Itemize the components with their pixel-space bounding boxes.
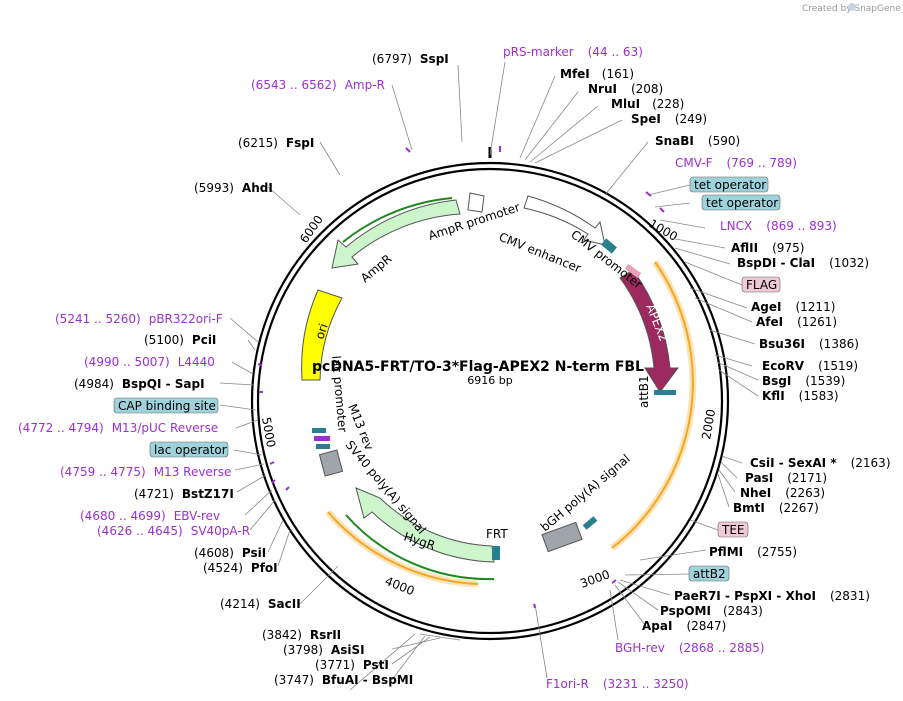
primer-lncx: LNCX(869 .. 893): [720, 219, 837, 233]
orange-arc-2-line: [327, 511, 479, 585]
primer-prs-marker: pRS-marker(44 .. 63): [503, 45, 643, 59]
enzyme-bfuai-bspmi: (3747)BfuAI - BspMI: [274, 673, 413, 687]
enzyme-pcii: (5100)PciI: [144, 333, 216, 347]
backbone-inner: [256, 167, 724, 635]
feature-attb1: attB1: [637, 375, 651, 408]
frt-mark: [492, 546, 500, 560]
enzyme-kfli: KflI(1583): [762, 389, 839, 403]
enzyme-nrui: NruI(208): [588, 82, 663, 96]
svg-text:tet operator: tet operator: [706, 196, 778, 210]
primer-m13-puc-reverse: (4772 .. 4794)M13/pUC Reverse: [18, 421, 218, 435]
plasmid-name: pcDNA5-FRT/TO-3*Flag-APEX2 N-term FBL: [312, 359, 644, 375]
enzyme-paer7i-pspxi-xhoi: PaeR7I - PspXI - XhoI(2831): [674, 589, 870, 603]
orange-arc-1-line: [611, 261, 694, 549]
enzyme-bsu36i: Bsu36I(1386): [759, 337, 859, 351]
enzyme-sspi: (6797)SspI: [372, 52, 449, 66]
enzyme-bmti: BmtI(2267): [733, 501, 819, 515]
enzyme-nhei: NheI(2263): [740, 486, 825, 500]
bgh-polya-box: [541, 521, 583, 553]
feature-ampr: AmpR: [358, 252, 394, 286]
enzyme-pasi: PasI(2171): [745, 471, 827, 485]
primer-marks: [257, 146, 665, 609]
enzyme-csii-sexai: CsiI - SexAI *(2163): [750, 456, 891, 470]
feature-lac-promoter: lac promoter: [329, 355, 350, 433]
svg-text:CAP binding site: CAP binding site: [118, 399, 216, 413]
ampr-promoter-arrow: [467, 192, 485, 213]
sv40-box: [318, 449, 344, 477]
enzyme-apai: ApaI(2847): [642, 619, 726, 633]
svg-text:lac operator: lac operator: [154, 443, 227, 457]
enzyme-ahdi: (5993)AhdI: [194, 181, 273, 195]
enzyme-aflii: AflII(975): [731, 241, 804, 255]
enzyme-bsgi: BsgI(1539): [762, 374, 845, 388]
enzyme-bstz17i: (4721)BstZ17I: [134, 487, 234, 501]
svg-text:TEE: TEE: [721, 523, 745, 537]
green-arc-line: [345, 514, 495, 581]
enzyme-mlui: MluI(228): [611, 97, 684, 111]
boxed-attb2: attB2: [688, 565, 730, 582]
boxed-tet-operator-2: tet operator: [701, 194, 781, 211]
m13rev-mark: [312, 428, 326, 433]
enzyme-bspdi-clai: BspDI - ClaI(1032): [737, 256, 869, 270]
svg-text:attB2: attB2: [693, 567, 726, 581]
enzyme-mfei: MfeI(161): [560, 67, 634, 81]
ori-arrow: [301, 289, 343, 381]
tick-5000: 5000: [259, 416, 278, 449]
attb2-mark: [582, 516, 598, 530]
primer-ebv-rev: (4680 .. 4699)EBV-rev: [80, 509, 220, 523]
enzyme-psii: (4608)PsiI: [194, 546, 266, 560]
enzyme-bspqi-sapi: (4984)BspQI - SapI: [74, 377, 205, 391]
backbone-outer: [250, 161, 730, 641]
enzyme-asisi: (3798)AsiSI: [283, 643, 365, 657]
tick-3000: 3000: [578, 567, 611, 591]
plasmid-length: 6916 bp: [467, 374, 512, 387]
flag-mark: [624, 263, 642, 279]
boxed-tee: TEE: [717, 521, 749, 538]
cmv-enhancer-arrow: [523, 195, 606, 246]
primer-l4440: (4990 .. 5007)L4440: [84, 355, 215, 369]
enzyme-agei: AgeI(1211): [751, 300, 835, 314]
enzyme-fspi: (6215)FspI: [238, 136, 314, 150]
primer-amp-r: (6543 .. 6562)Amp-R: [251, 78, 385, 92]
primer-sv40pa-r: (4626 .. 4645)SV40pA-R: [97, 524, 250, 538]
enzyme-spei: SpeI(249): [631, 112, 707, 126]
feature-ori: ori: [313, 322, 331, 341]
enzyme-pspomi: PspOMI(2843): [660, 604, 763, 618]
enzyme-rsrii: (3842)RsrII: [262, 628, 341, 642]
feature-frt: FRT: [486, 527, 508, 541]
primer-m13-reverse: (4759 .. 4775)M13 Reverse: [60, 465, 231, 479]
hygr-arrow: [355, 487, 495, 563]
enzyme-afei: AfeI(1261): [756, 315, 837, 329]
svg-text:FLAG: FLAG: [746, 278, 777, 292]
boxed-cap-binding-site: CAP binding site: [113, 397, 219, 414]
primer-cmv-f: CMV-F(769 .. 789): [675, 156, 797, 170]
tick-2000: 2000: [699, 408, 718, 441]
leader-lines: [219, 61, 759, 691]
boxed-lac-operator: lac operator: [149, 441, 229, 458]
tick-4000: 4000: [383, 574, 417, 598]
feature-cmv-promoter: CMV promoter: [568, 227, 645, 291]
enzyme-psti: (3771)PstI: [315, 658, 389, 672]
feature-bgh-polya: bGH poly(A) signal: [538, 452, 633, 535]
ampr-green-line: [342, 197, 453, 243]
primer-f1ori-r: F1ori-R(3231 .. 3250): [546, 677, 689, 691]
svg-text:tet operator: tet operator: [694, 178, 766, 192]
enzyme-snabi: SnaBI(590): [655, 134, 740, 148]
cmv-small-feature: [601, 238, 617, 254]
enzyme-pflmi: PflMI(2755): [709, 545, 797, 559]
boxed-tet-operator-1: tet operator: [689, 176, 769, 193]
snapgene-logo-icon: [848, 3, 856, 11]
cap-mark: [316, 444, 330, 449]
boxed-flag: FLAG: [741, 276, 781, 293]
enzyme-ecorv: EcoRV(1519): [762, 359, 858, 373]
primer-bgh-rev: BGH-rev(2868 .. 2885): [615, 641, 765, 655]
enzyme-pfoi: (4524)PfoI: [203, 561, 278, 575]
lac-mark: [314, 436, 330, 441]
attb1-mark: [654, 390, 676, 395]
enzyme-sacii: (4214)SacII: [220, 597, 301, 611]
primer-pbr322ori-f: (5241 .. 5260)pBR322ori-F: [55, 312, 223, 326]
ampr-arrow: [331, 199, 461, 269]
